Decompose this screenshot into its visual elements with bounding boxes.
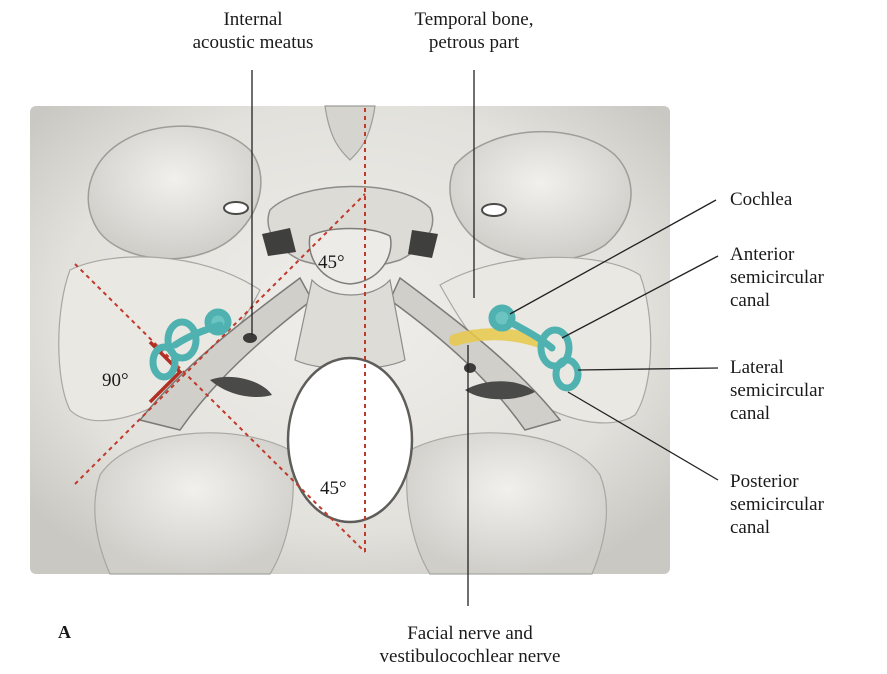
label-line: Posterior [730,470,824,493]
label-cochlea: Cochlea [730,188,792,211]
label-line: Lateral [730,356,824,379]
foramen-right [482,204,506,216]
label-line: semicircular [730,266,824,289]
label-facial-vestibulocochlear-nerve: Facial nerve and vestibulocochlear nerve [330,622,610,668]
posterior-fossa-left [95,433,293,574]
label-line: semicircular [730,493,824,516]
angle-label-lower: 45° [320,478,347,500]
label-line: canal [730,289,824,312]
label-posterior-semicircular-canal: Posterior semicircular canal [730,470,824,539]
label-line: Internal [158,8,348,31]
internal-acoustic-meatus-opening-left [243,333,257,343]
label-line: Facial nerve and [330,622,610,645]
foramen-left [224,202,248,214]
label-line: Cochlea [730,188,792,211]
label-internal-acoustic-meatus: Internal acoustic meatus [158,8,348,54]
panel-letter: A [58,622,71,643]
label-anterior-semicircular-canal: Anterior semicircular canal [730,243,824,312]
label-line: semicircular [730,379,824,402]
label-line: canal [730,402,824,425]
angle-label-right-angle: 90° [102,370,129,392]
label-lateral-semicircular-canal: Lateral semicircular canal [730,356,824,425]
label-line: acoustic meatus [158,31,348,54]
label-temporal-bone: Temporal bone, petrous part [374,8,574,54]
angle-label-upper: 45° [318,252,345,274]
posterior-fossa-right [407,433,607,574]
label-line: petrous part [374,31,574,54]
label-line: Anterior [730,243,824,266]
foramen-magnum [288,358,412,522]
label-line: canal [730,516,824,539]
internal-acoustic-meatus-opening-right [464,363,476,373]
label-line: vestibulocochlear nerve [330,645,610,668]
label-line: Temporal bone, [374,8,574,31]
